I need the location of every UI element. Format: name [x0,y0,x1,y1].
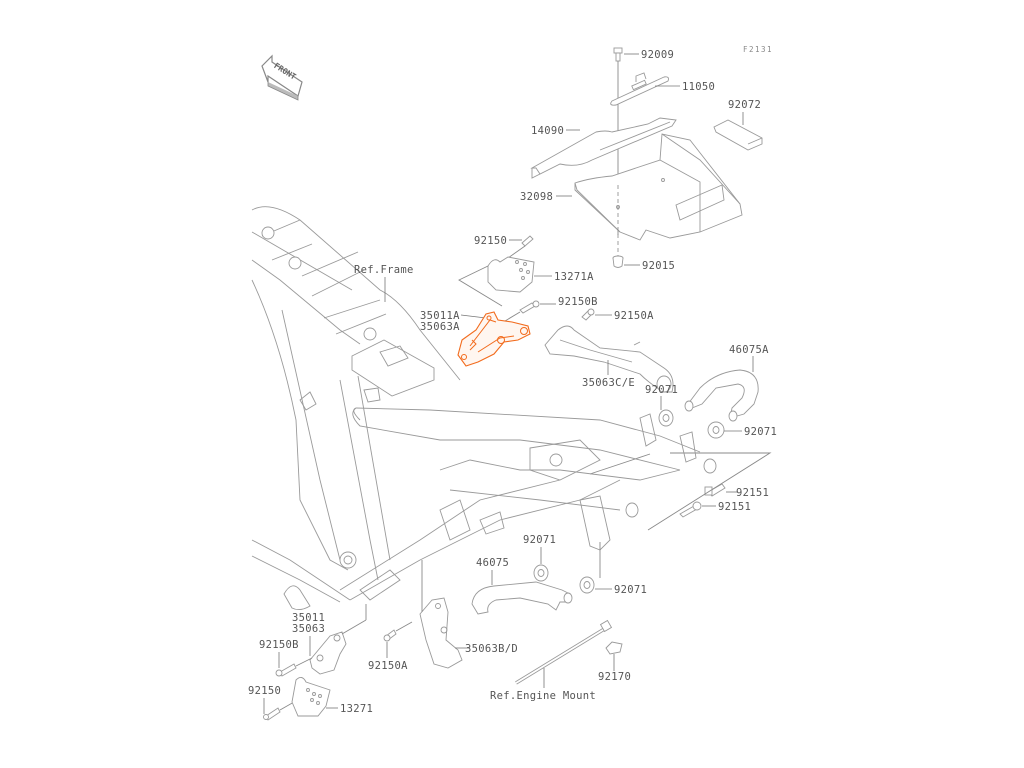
label-35063BD[interactable]: 35063B/D [465,643,518,655]
cover-14090[interactable] [530,117,677,179]
bushing-92071-d[interactable] [579,576,595,594]
bolt-92150B-bot[interactable] [275,663,297,677]
bushing-92071-a[interactable] [658,409,674,427]
label-35063A[interactable]: 35063A [420,321,460,333]
label-92009[interactable]: 92009 [641,49,674,61]
label-35063CE[interactable]: 35063C/E [582,377,635,389]
footrest-bracket-35011A-highlighted[interactable] [457,311,531,367]
footpeg-46075A[interactable] [684,369,759,422]
tray-32098[interactable] [574,133,743,241]
bracket-35063CE[interactable] [544,325,674,393]
label-92150-bot[interactable]: 92150 [248,685,281,697]
label-46075A[interactable]: 46075A [729,344,769,356]
label-35011[interactable]: 35011 [292,612,325,624]
label-92071-c[interactable]: 92071 [523,534,556,546]
label-92071-a[interactable]: 92071 [645,384,678,396]
engine-mount-bolt[interactable] [515,619,613,685]
washer-92170[interactable] [605,641,623,655]
bolt-92151-b[interactable] [679,501,702,518]
plate-13271[interactable] [291,677,331,717]
label-92151-a[interactable]: 92151 [736,487,769,499]
clip-92072[interactable] [713,119,763,151]
bolt-92150-bot[interactable] [263,707,281,721]
frame [251,206,717,611]
footpeg-46075[interactable] [471,581,573,615]
front-arrow-icon: FRONT [261,54,303,101]
bolt-92009[interactable] [613,47,623,62]
label-11050[interactable]: 11050 [682,81,715,93]
bolt-92150A-bot[interactable] [383,629,397,642]
grommet-92015[interactable] [612,255,624,268]
label-92071-d[interactable]: 92071 [614,584,647,596]
label-92150B-top[interactable]: 92150B [558,296,598,308]
bolt-92150-top[interactable] [521,235,534,247]
label-46075[interactable]: 46075 [476,557,509,569]
label-92015[interactable]: 92015 [642,260,675,272]
bolt-92150A-top[interactable] [581,308,595,321]
ref-frame-label: Ref.Frame [354,264,414,276]
bracket-35063BD[interactable] [419,597,463,669]
footrest-bracket-35011[interactable] [309,631,347,675]
plate-13271A[interactable] [487,256,535,293]
label-35011A[interactable]: 35011A [420,310,460,322]
label-92150-top[interactable]: 92150 [474,235,507,247]
label-14090[interactable]: 14090 [531,125,564,137]
label-92072[interactable]: 92072 [728,99,761,111]
label-92071-b[interactable]: 92071 [744,426,777,438]
bushing-92071-b[interactable] [707,421,725,439]
label-92151-b[interactable]: 92151 [718,501,751,513]
bushing-92071-c[interactable] [533,564,549,582]
bracket-11050[interactable] [610,72,669,106]
label-32098[interactable]: 32098 [520,191,553,203]
label-92170[interactable]: 92170 [598,671,631,683]
label-92150A-top[interactable]: 92150A [614,310,654,322]
ref-engine-mount-label: Ref.Engine Mount [490,690,596,702]
label-92150B-bot[interactable]: 92150B [259,639,299,651]
bolt-92150B-top[interactable] [519,300,540,314]
label-13271[interactable]: 13271 [340,703,373,715]
label-35063[interactable]: 35063 [292,623,325,635]
bolt-92151-a[interactable] [704,483,726,497]
label-13271A[interactable]: 13271A [554,271,594,283]
label-92150A-bot[interactable]: 92150A [368,660,408,672]
figure-code: F2131 [743,45,773,54]
